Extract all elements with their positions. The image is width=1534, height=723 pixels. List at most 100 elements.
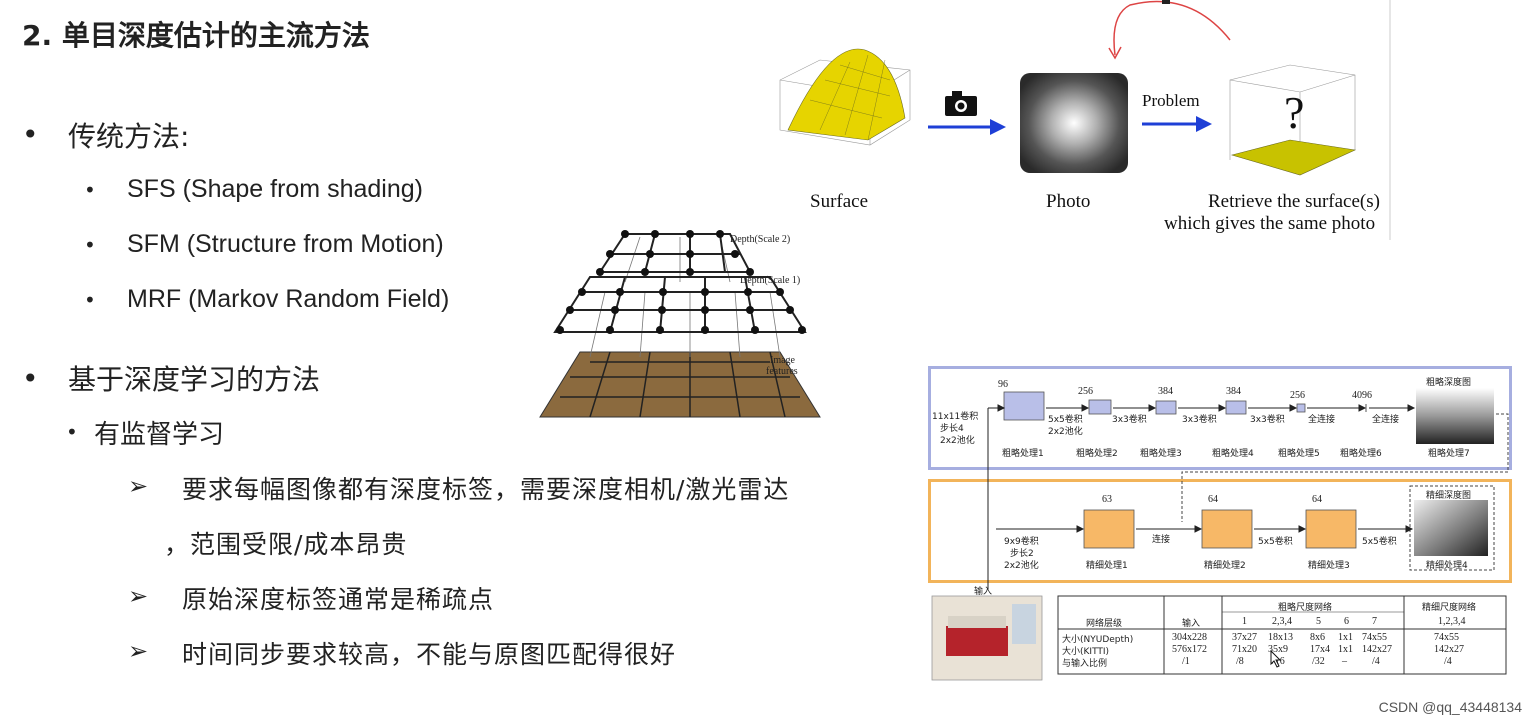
table-cell: 17x4 [1310,644,1330,655]
table-cell: 74x55 [1362,632,1387,643]
fine-conv-text-a: 9x9卷积 [1004,537,1039,547]
channel-4096: 4096 [1352,390,1372,401]
coarse-stage-4: 粗略处理4 [1212,449,1254,459]
list-item-sfm: SFM (Structure from Motion) [127,230,444,258]
input-image-window [1012,604,1036,644]
table-cell: /32 [1312,656,1325,667]
fine-k5b: 5x5卷积 [1362,537,1397,547]
slide-title: 2. 单目深度估计的主流方法 [22,19,370,52]
scale2-nodes [596,230,754,276]
coarse-stage-1: 粗略处理1 [1002,449,1044,459]
coarse-k3b: 3x3卷积 [1182,415,1217,425]
channel-63: 63 [1102,494,1112,505]
table-cell: /1 [1182,656,1190,667]
point-1: 要求每幅图像都有深度标签，需要深度相机/激光雷达 [182,475,790,504]
channel-384a: 384 [1158,386,1173,397]
mrf-figure: Depth(Scale 2) Depth(Scale 1) Image feat… [530,222,830,422]
coarse-block-4 [1225,400,1247,415]
table-row-3-label: 与输入比例 [1062,659,1108,669]
coarse-stage-2: 粗略处理2 [1076,449,1118,459]
coarse-pool2-text-b: 2x2池化 [1048,427,1083,437]
table-row-2-label: 大小(KITTI) [1062,647,1110,657]
table-header-234: 2,3,4 [1272,616,1292,627]
bullet-dot: • [66,420,78,444]
scale1-grid-v [609,276,756,333]
table-header-layer: 网络层级 [1086,619,1123,629]
photo-image [1020,73,1128,173]
image-features-label-2: features [766,366,798,377]
channel-64a: 64 [1208,494,1218,505]
scale2-grid [598,233,752,273]
fine-stage-4: 精细处理4 [1426,561,1468,571]
bullet-dot: • [22,118,39,151]
red-arrow-head [1108,46,1122,60]
table-header-5: 5 [1316,616,1321,627]
depth-scale1-label: Depth(Scale 1) [740,275,801,286]
fine-block-2 [1201,509,1253,549]
coarse-stage-3: 粗略处理3 [1140,449,1182,459]
table-header-1: 1 [1242,616,1247,627]
coarse-block-5 [1296,403,1306,413]
mrf-graphics [539,230,821,418]
depth-scale2-label: Depth(Scale 2) [730,234,791,245]
arrow-bullet-icon: ➢ [128,582,149,610]
photo-label: Photo [1046,191,1091,212]
coarse-output-label: 粗略深度图 [1426,378,1472,388]
red-curve-arrow [1113,0,1231,56]
deep-heading: 基于深度学习的方法 [68,363,321,396]
coarse-fc2: 全连接 [1372,415,1400,425]
fine-k5a: 5x5卷积 [1258,537,1293,547]
table-cell: 142x27 [1362,644,1392,655]
bullet-dot: • [22,362,39,395]
table-cell: /16 [1272,656,1285,667]
fine-output-label: 精细深度图 [1426,491,1472,501]
fine-conv-text-b: 步长2 [1010,549,1034,559]
blue-arrow-1-head [990,119,1006,135]
input-image-pillows [948,616,1006,628]
table-group-fine: 精细尺度网络 [1422,603,1477,613]
sfs-figure-graphics [779,0,1391,240]
table-cell: 71x20 [1232,644,1257,655]
coarse-conv1-text-c: 2x2池化 [940,436,975,446]
coarse-arrows [988,404,1416,412]
table-cell: 8x6 [1310,632,1325,643]
fine-block-1 [1083,509,1135,549]
coarse-conv1-text-b: 步长4 [940,424,964,434]
fine-output-frame [1409,485,1495,571]
table-cell: /4 [1444,656,1452,667]
table-header-input: 输入 [1182,619,1201,629]
table-cell: 1x1 [1338,632,1353,643]
arrow-bullet-icon: ➢ [128,472,149,500]
coarse-depth-image [1416,388,1494,444]
list-item-mrf: MRF (Markov Random Field) [127,285,450,313]
arrow-bullet-icon: ➢ [128,637,149,665]
retrieve-line-2: which gives the same photo [1164,213,1376,234]
coarse-block-1 [1003,391,1045,421]
table-cell: 18x13 [1268,632,1293,643]
fine-arrows [996,525,1414,533]
retrieve-line-1: Retrieve the surface(s) [1208,191,1380,212]
coarse-block-3 [1155,400,1177,415]
table-header-7: 7 [1372,616,1377,627]
coarse-k3c: 3x3卷积 [1250,415,1285,425]
fine-depth-image [1414,500,1488,556]
channel-96: 96 [998,379,1008,390]
coarse-k3a: 3x3卷积 [1112,415,1147,425]
coarse-to-fine-connector [1181,413,1509,522]
supervised-heading: 有监督学习 [94,420,225,450]
point-2: 原始深度标签通常是稀疏点 [182,585,495,614]
fine-conv-text-c: 2x2池化 [1004,561,1039,571]
coarse-fc1: 全连接 [1308,415,1336,425]
table-header-fine: 1,2,3,4 [1438,616,1466,627]
table-cell: 74x55 [1434,632,1459,643]
scale1-grid [553,276,807,333]
blue-arrow-2-head [1196,116,1212,132]
input-image-bed [946,626,1008,656]
point-3: 时间同步要求较高，不能与原图匹配得很好 [182,640,677,669]
channel-256b: 256 [1290,390,1305,401]
scale1-nodes [556,288,806,334]
top-mark [1162,0,1170,4]
channel-64b: 64 [1312,494,1322,505]
table-cell: 576x172 [1172,644,1207,655]
channel-384b: 384 [1226,386,1241,397]
